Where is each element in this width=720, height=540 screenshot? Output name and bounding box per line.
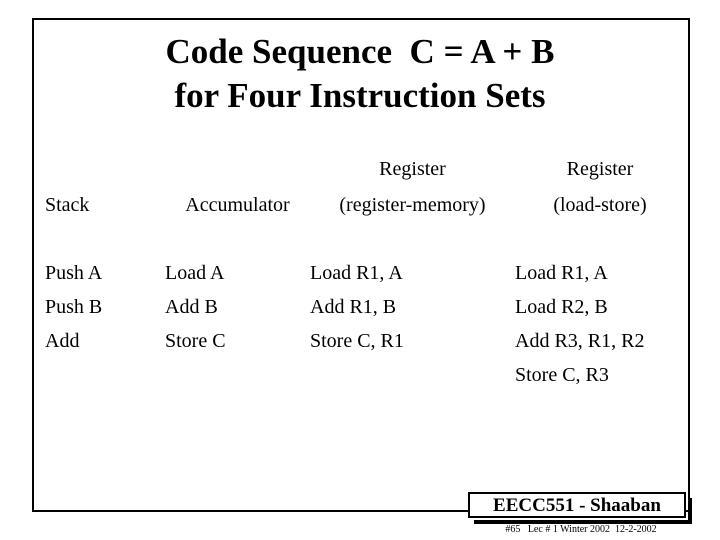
- cell-stack-2: Push B: [45, 296, 103, 318]
- page-title: Code Sequence C = A + B for Four Instruc…: [40, 30, 680, 118]
- cell-accumulator-3: Store C: [165, 330, 226, 352]
- cell-register-memory-2: Add R1, B: [310, 296, 397, 318]
- slide-footer-note: #65 Lec # 1 Winter 2002 12-2-2002: [505, 524, 657, 535]
- course-badge-label: EECC551 - Shaaban: [493, 495, 661, 516]
- header-accumulator: Accumulator: [185, 194, 290, 216]
- header-top-register-memory: Register: [379, 158, 446, 180]
- cell-load-store-4: Store C, R3: [515, 364, 609, 386]
- header-register-memory: (register-memory): [339, 194, 486, 216]
- table-spacer-row: [45, 240, 685, 262]
- cell-load-store-2: Load R2, B: [515, 296, 608, 318]
- table-row: Push B Add B Add R1, B Load R2, B: [45, 296, 685, 330]
- cell-accumulator-4: [165, 364, 310, 398]
- code-sequence-table: Register Register Stack Accumulator (reg…: [45, 158, 685, 398]
- cell-stack-4: [45, 364, 165, 398]
- badge-shadow-right: [688, 498, 692, 524]
- header-top-accumulator: [165, 158, 310, 194]
- badge-shadow-bottom: [474, 520, 692, 524]
- table-header-bottom-row: Stack Accumulator (register-memory) (loa…: [45, 194, 685, 240]
- cell-register-memory-3: Store C, R1: [310, 330, 404, 352]
- cell-stack-3: Add: [45, 330, 80, 352]
- cell-accumulator-2: Add B: [165, 296, 218, 318]
- header-top-stack: [45, 158, 165, 194]
- table-spacer: [45, 240, 685, 262]
- cell-register-memory-1: Load R1, A: [310, 262, 403, 284]
- cell-accumulator-1: Load A: [165, 262, 225, 284]
- header-stack: Stack: [45, 194, 90, 216]
- cell-load-store-1: Load R1, A: [515, 262, 608, 284]
- table-row: Push A Load A Load R1, A Load R1, A: [45, 262, 685, 296]
- page-title-line-1: Code Sequence C = A + B: [165, 32, 555, 71]
- table-row: Store C, R3: [45, 364, 685, 398]
- header-load-store: (load-store): [553, 194, 647, 216]
- course-badge: EECC551 - Shaaban: [468, 492, 692, 524]
- cell-stack-1: Push A: [45, 262, 103, 284]
- slide-frame: [32, 18, 690, 512]
- header-top-load-store: Register: [566, 158, 634, 180]
- table-row: Add Store C Store C, R1 Add R3, R1, R2: [45, 330, 685, 364]
- page-title-line-2: for Four Instruction Sets: [174, 76, 546, 115]
- table-header-top-row: Register Register: [45, 158, 685, 194]
- cell-load-store-3: Add R3, R1, R2: [515, 330, 645, 352]
- instruction-set-table: Register Register Stack Accumulator (reg…: [45, 158, 685, 398]
- cell-register-memory-4: [310, 364, 515, 398]
